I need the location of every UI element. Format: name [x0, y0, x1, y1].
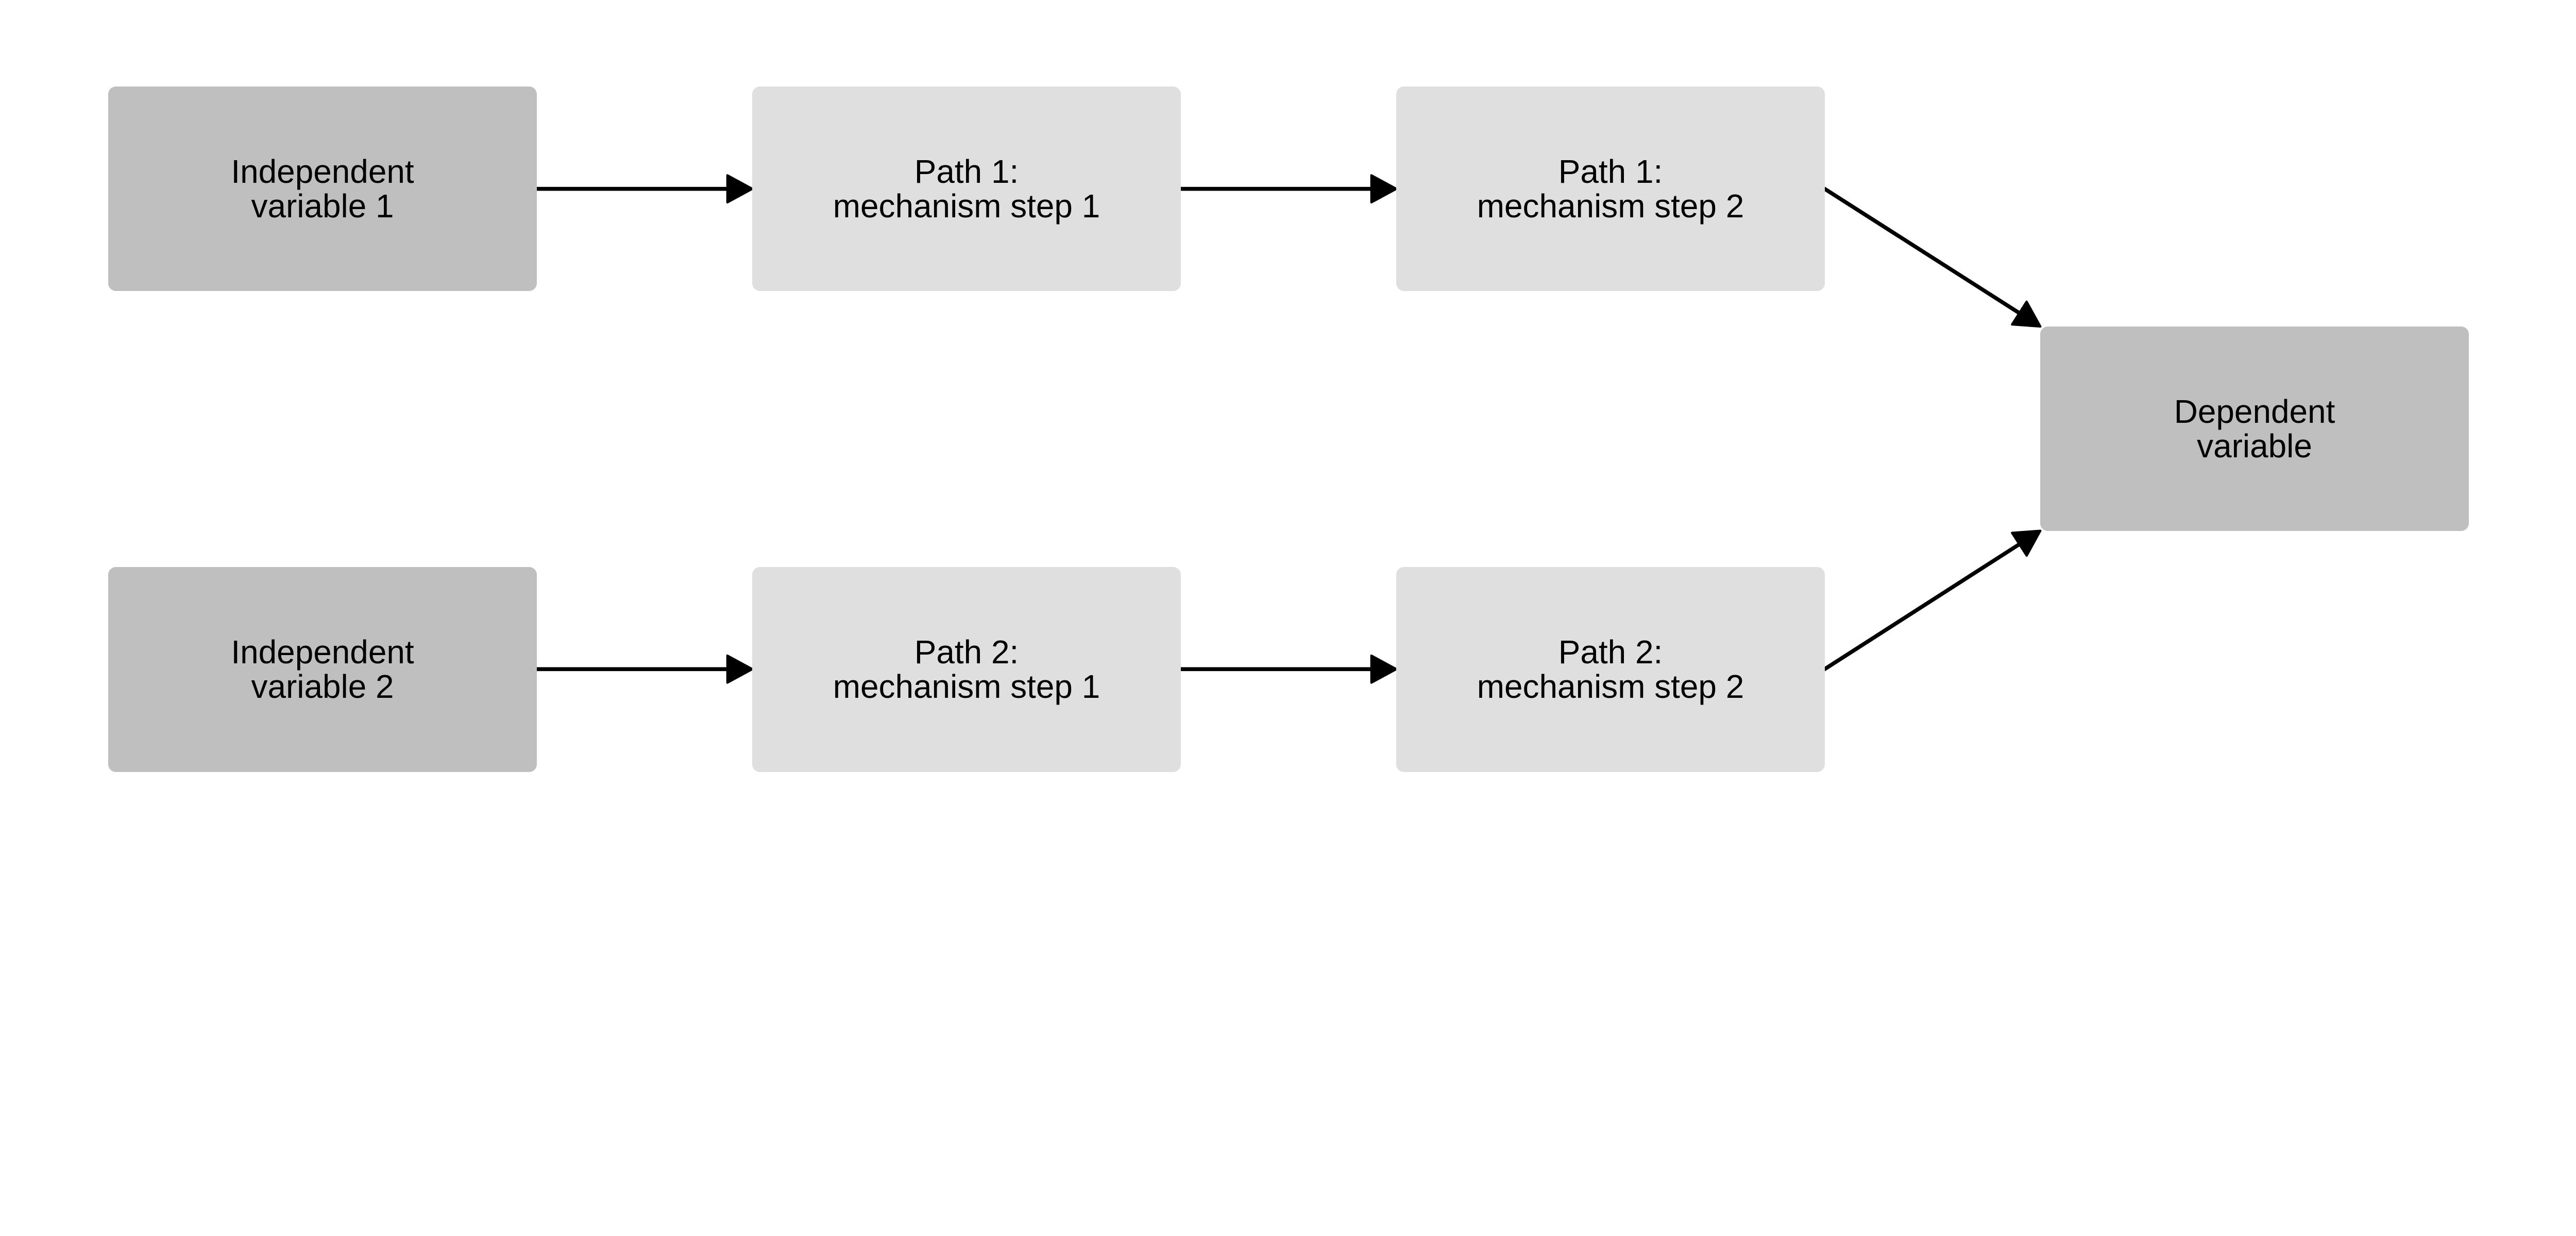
arrowhead-p1s1-to-p1s2	[1370, 174, 1398, 204]
node-label-line2: variable	[2197, 427, 2312, 465]
arrows-layer	[534, 174, 2042, 684]
arrowhead-p1s2-to-dv	[2011, 300, 2042, 328]
node-label-line1: Independent	[231, 152, 414, 190]
node-label-line2: variable 2	[251, 667, 394, 705]
node-label-line1: Path 2:	[1558, 633, 1663, 671]
arrow-p2s2-to-dv	[1822, 542, 2022, 672]
node-label-line1: Path 1:	[1558, 152, 1663, 190]
node-path2-step1: Path 2:mechanism step 1	[752, 567, 1181, 772]
arrowhead-p2s2-to-dv	[2011, 529, 2042, 557]
node-label-line2: mechanism step 1	[833, 187, 1100, 225]
arrowhead-p2s1-to-p2s2	[1370, 654, 1398, 684]
node-label-line1: Path 2:	[914, 633, 1019, 671]
node-path2-step2: Path 2:mechanism step 2	[1396, 567, 1825, 772]
arrowhead-iv2-to-p2s1	[726, 654, 754, 684]
node-label-line2: variable 1	[251, 187, 394, 225]
node-label-line1: Independent	[231, 633, 414, 671]
arrow-p1s2-to-dv	[1822, 186, 2022, 315]
node-label-line1: Dependent	[2174, 392, 2335, 430]
node-label-line2: mechanism step 1	[833, 667, 1100, 705]
node-label-line2: mechanism step 2	[1477, 667, 1744, 705]
arrowhead-iv1-to-p1s1	[726, 174, 754, 204]
node-label-line2: mechanism step 2	[1477, 187, 1744, 225]
node-label-line1: Path 1:	[914, 152, 1019, 190]
node-path1-step1: Path 1:mechanism step 1	[752, 87, 1181, 291]
node-path1-step2: Path 1:mechanism step 2	[1396, 87, 1825, 291]
